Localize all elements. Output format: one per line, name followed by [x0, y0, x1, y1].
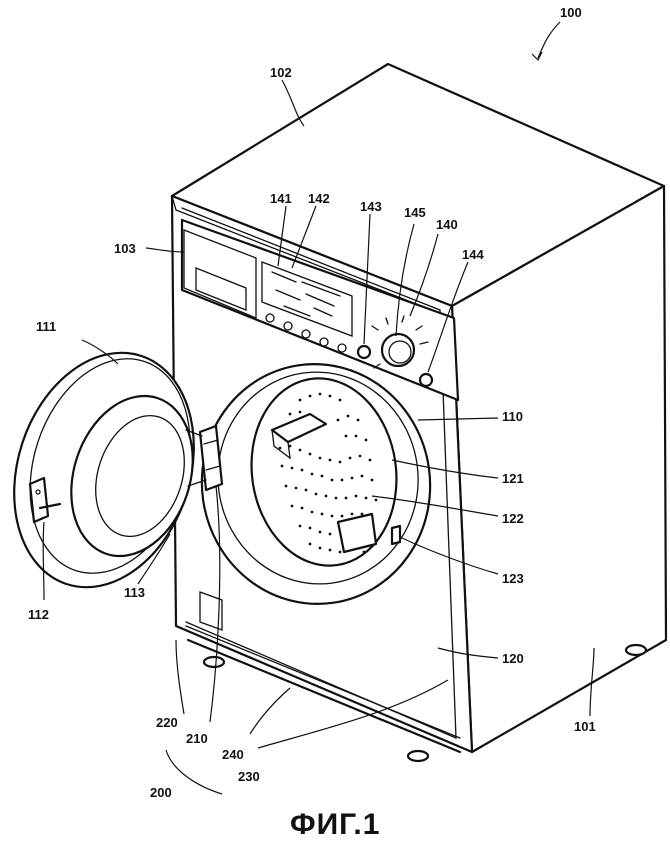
display-window	[261, 261, 353, 337]
ref-113: 113	[124, 585, 145, 600]
ref-142: 142	[308, 191, 330, 206]
lifter-top	[270, 412, 328, 444]
front-panel	[181, 289, 648, 763]
open-door	[13, 351, 207, 589]
ref-145: 145	[404, 205, 426, 220]
ref-140: 140	[436, 217, 458, 232]
ref-110: 110	[502, 409, 523, 424]
selector-knob	[380, 332, 416, 368]
leader-lines	[42, 21, 595, 795]
foot	[202, 655, 226, 669]
drum	[250, 377, 398, 567]
ref-112: 112	[28, 607, 49, 622]
ref-122: 122	[502, 511, 524, 526]
ref-230: 230	[238, 769, 260, 784]
ref-121: 121	[502, 471, 524, 486]
ref-210: 210	[186, 731, 208, 746]
ref-111: 111	[36, 319, 57, 334]
figure-caption: ФИГ.1	[290, 808, 381, 841]
service-cover	[199, 591, 223, 631]
ref-102: 102	[270, 65, 292, 80]
ref-100: 100	[560, 5, 582, 20]
lifter-bottom	[336, 512, 378, 554]
drum-perforations	[278, 392, 378, 554]
latch-hole	[390, 524, 402, 546]
door-handle	[28, 476, 50, 524]
ref-240: 240	[222, 747, 244, 762]
ref-200: 200	[150, 785, 172, 800]
ref-220: 220	[156, 715, 178, 730]
door-glass	[70, 394, 194, 558]
hinge	[198, 424, 224, 492]
ref-120: 120	[502, 651, 524, 666]
ref-143: 143	[360, 199, 382, 214]
detergent-drawer	[183, 229, 257, 319]
start-button	[418, 372, 434, 388]
ref-103: 103	[114, 241, 136, 256]
control-panel	[180, 218, 460, 402]
power-button	[356, 344, 372, 360]
ref-141: 141	[270, 191, 292, 206]
ref-144: 144	[462, 247, 484, 262]
ref-101: 101	[574, 719, 596, 734]
button-dot	[265, 313, 275, 323]
ref-123: 123	[502, 571, 524, 586]
